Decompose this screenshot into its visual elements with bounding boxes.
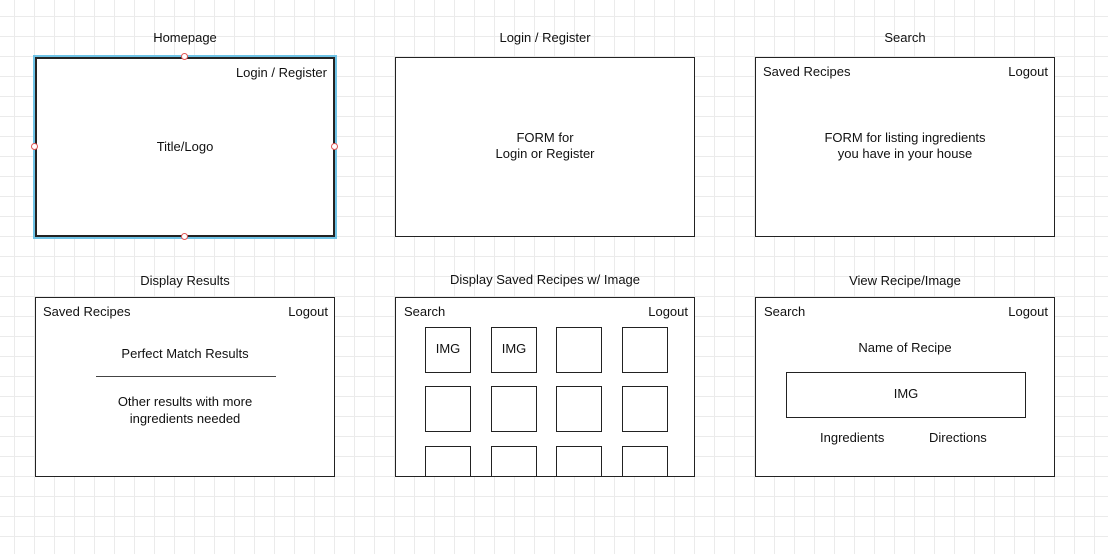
recipe-name: Name of Recipe — [858, 340, 952, 355]
homepage-frame[interactable]: Login / Register Title/Logo — [35, 57, 335, 237]
resize-handle-left[interactable] — [31, 143, 38, 150]
perfect-match-results: Perfect Match Results — [121, 346, 249, 361]
recipe-thumbnail[interactable] — [622, 386, 668, 432]
resize-handle-bottom[interactable] — [181, 233, 188, 240]
resize-handle-right[interactable] — [331, 143, 338, 150]
view-recipe-title: View Recipe/Image — [849, 273, 961, 288]
logout-link: Logout — [288, 304, 328, 319]
recipe-thumbnail[interactable] — [491, 386, 537, 432]
view-recipe-frame[interactable]: Search Logout Name of Recipe IMG Ingredi… — [755, 297, 1055, 477]
recipe-thumbnail[interactable] — [556, 386, 602, 432]
logout-link: Logout — [1008, 304, 1048, 319]
title-logo: Title/Logo — [156, 139, 214, 154]
logout-link: Logout — [648, 304, 688, 319]
recipe-image: IMG — [786, 372, 1026, 418]
ingredients-tab: Ingredients — [820, 430, 885, 445]
search-link: Search — [764, 304, 806, 319]
directions-tab: Directions — [929, 430, 987, 445]
saved-recipes-link: Saved Recipes — [43, 304, 131, 319]
login-register-frame[interactable]: FORM for Login or Register — [395, 57, 695, 237]
thumbnail-label: IMG — [435, 341, 461, 356]
recipe-thumbnail[interactable] — [556, 327, 602, 373]
form-label-line1: FORM for — [516, 130, 574, 145]
recipe-thumbnail[interactable]: IMG — [425, 327, 471, 373]
homepage-title: Homepage — [153, 30, 217, 45]
search-frame[interactable]: Saved Recipes Logout FORM for listing in… — [755, 57, 1055, 237]
login-register-title: Login / Register — [499, 30, 591, 45]
login-register-link: Login / Register — [235, 65, 327, 80]
ingredients-form-line2: you have in your house — [837, 146, 973, 161]
resize-handle-top[interactable] — [181, 53, 188, 60]
recipe-thumbnail[interactable]: IMG — [491, 327, 537, 373]
thumbnail-label: IMG — [501, 341, 527, 356]
display-saved-title: Display Saved Recipes w/ Image — [449, 272, 641, 287]
recipe-thumbnail[interactable] — [425, 386, 471, 432]
results-divider — [96, 376, 276, 377]
search-link: Search — [404, 304, 446, 319]
form-label-line2: Login or Register — [495, 146, 595, 161]
logout-link: Logout — [1008, 64, 1048, 79]
recipe-image-label: IMG — [893, 386, 919, 401]
recipe-thumbnail[interactable] — [556, 446, 602, 476]
ingredients-form-line1: FORM for listing ingredients — [824, 130, 986, 145]
other-results-line1: Other results with more — [117, 394, 253, 409]
display-results-frame[interactable]: Saved Recipes Logout Perfect Match Resul… — [35, 297, 335, 477]
recipe-thumbnail[interactable] — [491, 446, 537, 476]
recipe-thumbnail[interactable] — [425, 446, 471, 476]
other-results-line2: ingredients needed — [129, 411, 241, 426]
saved-recipes-frame[interactable]: Search Logout IMG IMG — [395, 297, 695, 477]
saved-recipes-link: Saved Recipes — [763, 64, 851, 79]
recipe-thumbnail[interactable] — [622, 446, 668, 476]
search-title: Search — [884, 30, 926, 45]
recipe-thumbnail[interactable] — [622, 327, 668, 373]
display-results-title: Display Results — [140, 273, 230, 288]
